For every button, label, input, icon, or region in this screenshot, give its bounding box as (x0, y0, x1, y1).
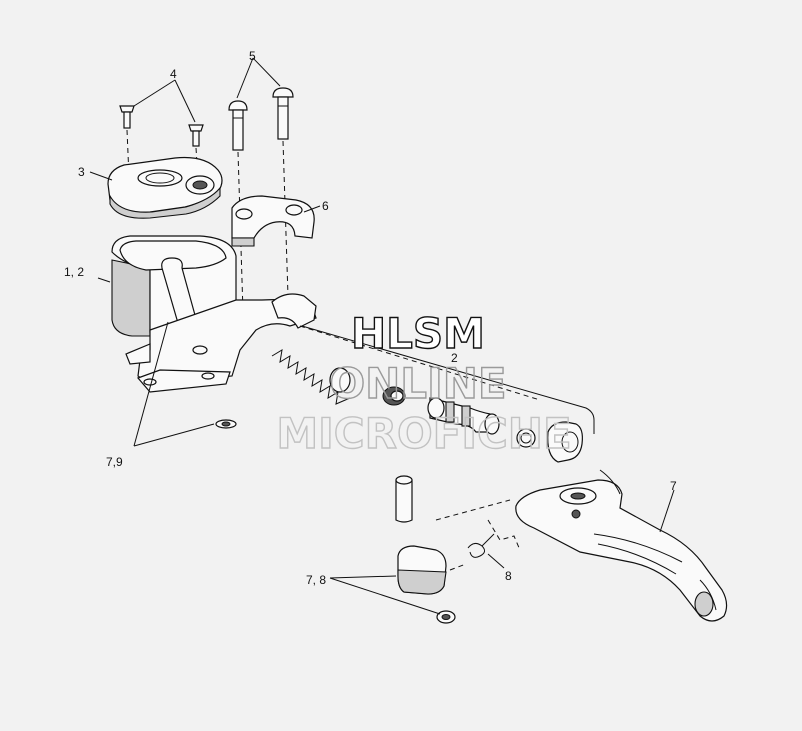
master-cylinder-body (111, 235, 541, 401)
screw-4-right (188, 124, 204, 147)
return-spring (271, 349, 351, 405)
callout-8: 8 (505, 569, 512, 583)
callout-3: 3 (78, 165, 85, 179)
dust-boot (547, 421, 583, 463)
reservoir-cover-3 (107, 156, 223, 219)
bolt-5-left (228, 100, 248, 151)
callout-7-8: 7, 8 (306, 573, 326, 587)
callout-7: 7 (670, 479, 677, 493)
piston-kit-bracket (301, 325, 595, 434)
watermark-line2: ONLINE (329, 359, 506, 408)
lock-washer-7-8 (436, 610, 456, 624)
pivot-bolt-washer-7-9 (215, 419, 237, 429)
callout-7-9: 7,9 (106, 455, 123, 469)
piston (427, 397, 500, 435)
bolt-5-right (272, 87, 294, 140)
pivot-pin (395, 475, 413, 523)
watermark-line1: HLSM (351, 309, 485, 358)
handlebar-clamp-6 (231, 195, 315, 247)
callout-5: 5 (249, 49, 256, 63)
secondary-seal (516, 428, 536, 448)
leader-lines (89, 57, 675, 615)
screw-4-left (119, 105, 135, 129)
callout-4: 4 (170, 67, 177, 81)
brake-lever-7 (515, 469, 728, 622)
adjuster-spring-8 (467, 533, 495, 558)
callout-1-2: 1, 2 (64, 265, 84, 279)
callout-2: 2 (451, 351, 458, 365)
primary-cup-seal (382, 386, 406, 406)
callout-6: 6 (322, 199, 329, 213)
lever-adjuster (397, 545, 447, 595)
watermark: HLSM ONLINE MICROFICHE (276, 308, 573, 458)
watermark-line3: MICROFICHE (276, 409, 571, 458)
